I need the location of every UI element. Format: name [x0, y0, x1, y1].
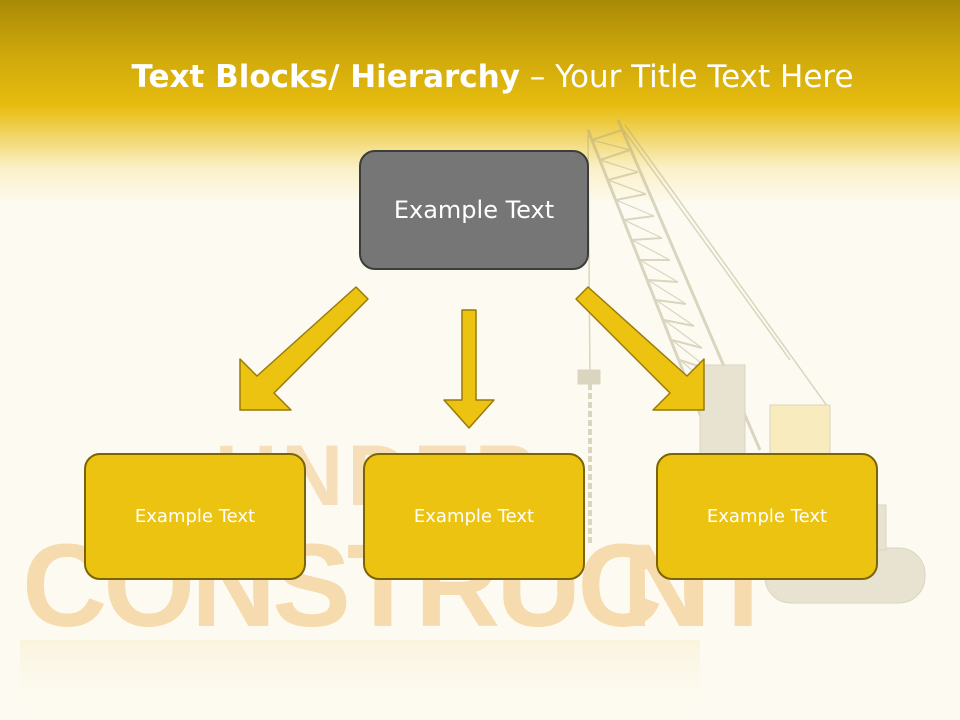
- child-text-box-center[interactable]: Example Text: [363, 453, 585, 580]
- title-bold: Text Blocks/ Hierarchy: [131, 59, 520, 95]
- child-text-box-right[interactable]: Example Text: [656, 453, 878, 580]
- top-box-label: Example Text: [393, 196, 555, 224]
- child-box-label: Example Text: [706, 506, 828, 527]
- slide-title: Text Blocks/ Hierarchy – Your Title Text…: [0, 58, 960, 96]
- child-text-box-left[interactable]: Example Text: [84, 453, 306, 580]
- child-box-label: Example Text: [413, 506, 535, 527]
- top-text-box[interactable]: Example Text: [359, 150, 589, 270]
- arrow-center: [443, 309, 495, 429]
- child-box-label: Example Text: [134, 506, 256, 527]
- arrow-left: [239, 286, 369, 411]
- arrow-right: [575, 286, 705, 411]
- title-rest: – Your Title Text Here: [519, 59, 854, 95]
